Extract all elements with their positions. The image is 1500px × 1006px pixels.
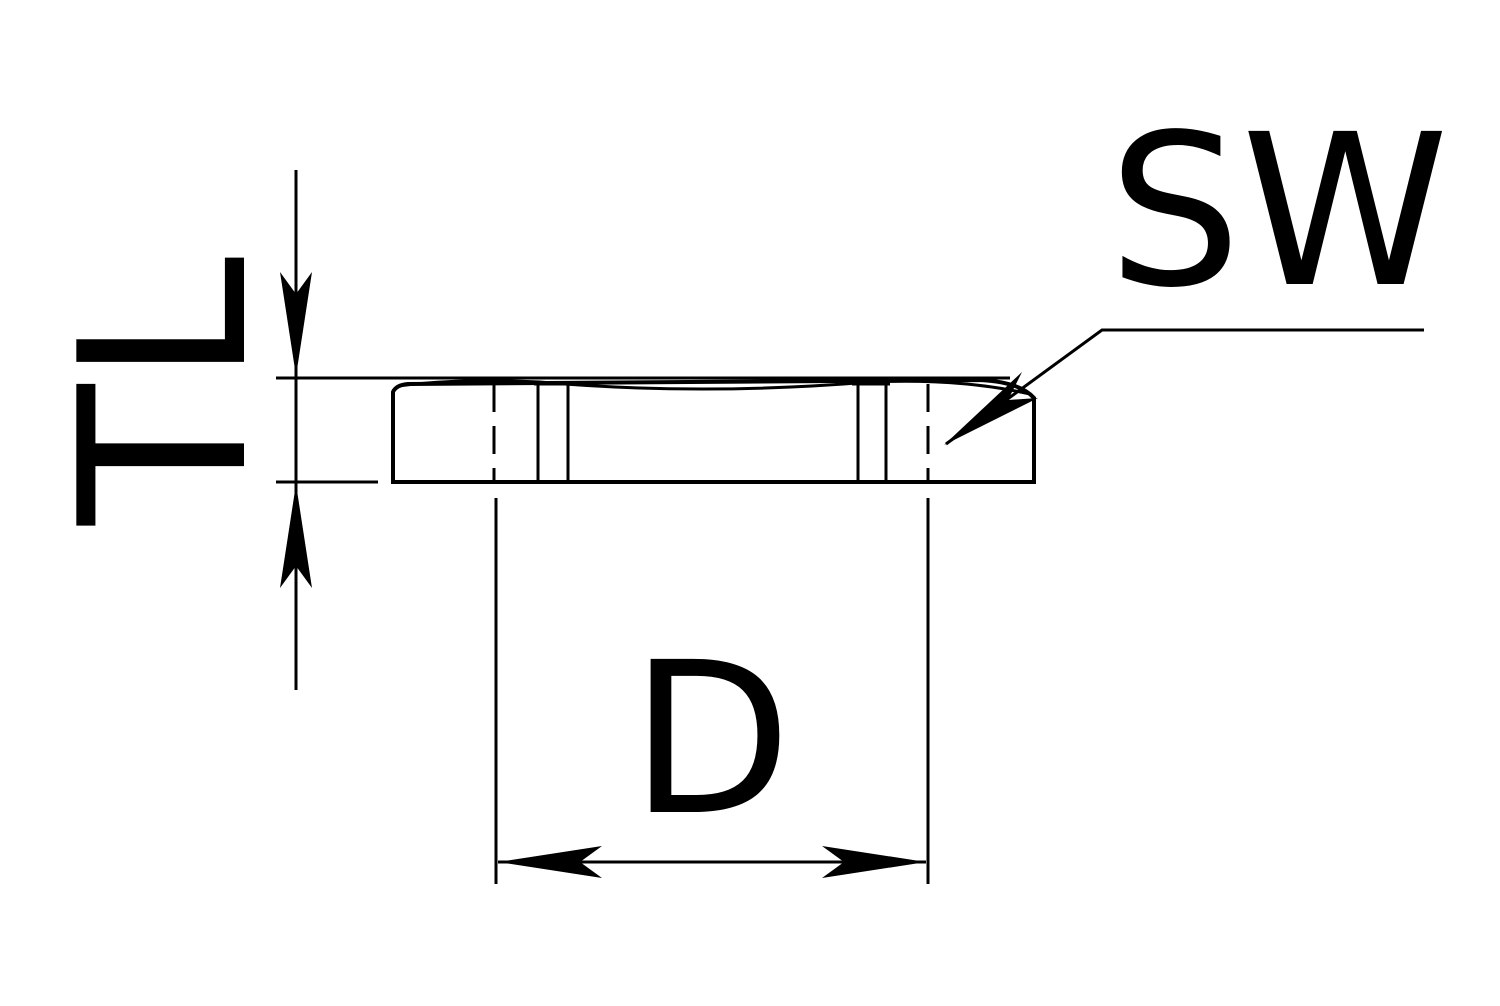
nut-outline	[391, 377, 1036, 484]
d-arrow-right	[822, 846, 926, 878]
d-dimension: D	[494, 498, 930, 884]
sw-arrow	[944, 372, 1038, 445]
nut-body	[391, 377, 1036, 484]
sw-leader: SW	[944, 89, 1449, 446]
d-label: D	[630, 617, 792, 862]
tl-dimension: TL	[32, 170, 1010, 690]
tl-label: TL	[32, 256, 299, 526]
tl-arrow-bottom	[280, 484, 312, 588]
d-arrow-left	[498, 846, 602, 878]
chamfer-arc	[397, 379, 1031, 396]
tl-arrow-top	[280, 272, 312, 376]
sw-label: SW	[1108, 89, 1449, 334]
